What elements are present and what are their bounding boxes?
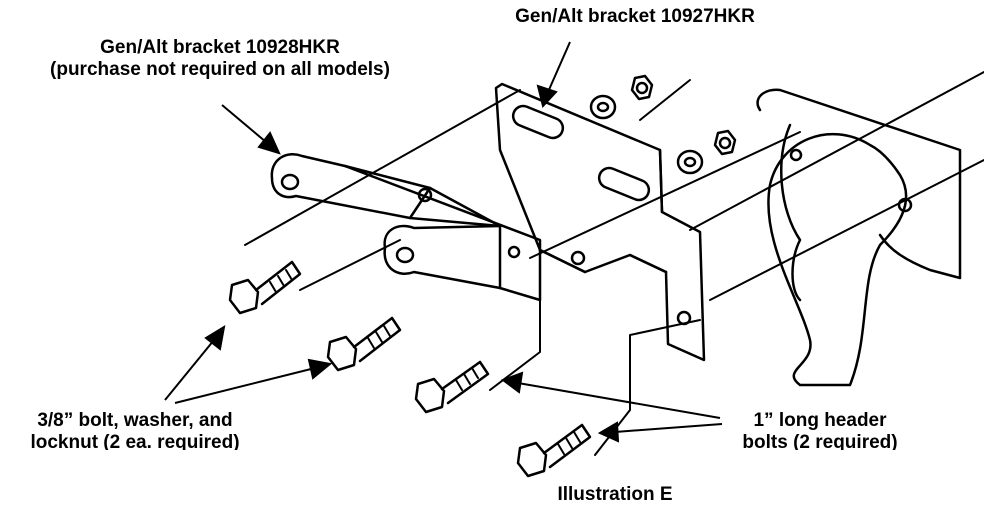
label-bolt-line2: locknut (2 ea. required) <box>30 432 240 450</box>
callout-arrow-bolt-upper <box>164 324 226 401</box>
label-bracket-10928hkr-line1: Gen/Alt bracket 10928HKR <box>100 37 340 58</box>
label-bracket-10927hkr: Gen/Alt bracket 10927HKR <box>515 6 755 27</box>
illustration-caption: Illustration E <box>557 484 673 505</box>
callout-arrow-header-lower <box>597 421 723 443</box>
bolt-3-8-lower <box>326 316 402 372</box>
callout-arrow-header-upper <box>500 371 721 419</box>
label-header-line2: bolts (2 required) <box>742 432 898 450</box>
callout-arrow-10928 <box>221 104 281 155</box>
callout-arrow-10927 <box>536 41 571 109</box>
label-header-line1: 1” long header <box>753 410 887 431</box>
header-bolt-upper <box>414 360 490 414</box>
label-bolt-washer-locknut: 3/8” bolt, washer, and locknut (2 ea. re… <box>0 410 270 450</box>
locknut-lower <box>713 129 737 156</box>
label-bracket-10928hkr: Gen/Alt bracket 10928HKR (purchase not r… <box>0 37 440 81</box>
label-header-bolts: 1” long header bolts (2 required) <box>710 410 930 450</box>
locknut-upper <box>630 74 654 101</box>
bolt-3-8-upper <box>228 260 302 315</box>
header-bracket <box>756 88 962 387</box>
gen-alt-bracket-10927hkr <box>494 82 706 362</box>
washer-lower <box>676 149 704 175</box>
label-bracket-10928hkr-note: (purchase not required on all models) <box>50 59 390 80</box>
gen-alt-bracket-10928hkr <box>270 153 542 302</box>
callout-arrow-bolt-lower <box>174 358 333 404</box>
assembly-axis-lines <box>244 71 984 456</box>
label-bolt-line1: 3/8” bolt, washer, and <box>37 410 233 431</box>
washer-upper <box>589 94 617 120</box>
header-bolt-lower <box>516 423 592 478</box>
